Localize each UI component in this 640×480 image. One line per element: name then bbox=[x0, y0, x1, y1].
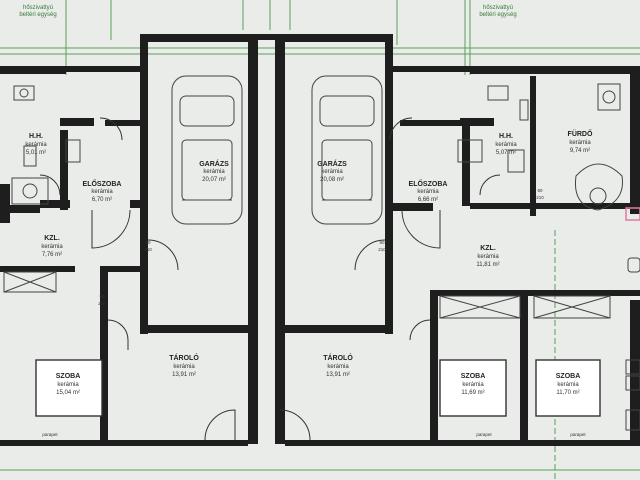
car-left-icon bbox=[171, 75, 243, 225]
bed-right-1 bbox=[439, 359, 507, 417]
svg-text:kerámia: kerámia bbox=[321, 169, 343, 175]
svg-text:210: 210 bbox=[378, 247, 386, 252]
room-storage-left: TÁROLÓ kerámia 13,91 m² bbox=[169, 353, 199, 378]
svg-text:kerámia: kerámia bbox=[41, 244, 63, 250]
svg-text:90: 90 bbox=[537, 188, 543, 193]
svg-text:SZOBA: SZOBA bbox=[56, 373, 81, 380]
room-kitchen-right: KZL. kerámia 11,81 m² bbox=[476, 245, 499, 268]
svg-text:11,70 m²: 11,70 m² bbox=[556, 390, 579, 396]
svg-text:20,07 m²: 20,07 m² bbox=[202, 177, 226, 183]
svg-text:90: 90 bbox=[145, 240, 151, 245]
svg-text:kerámia: kerámia bbox=[203, 169, 225, 175]
svg-text:90: 90 bbox=[99, 294, 105, 299]
svg-text:5,07 m²: 5,07 m² bbox=[496, 150, 516, 156]
wc-fixtures-left bbox=[11, 85, 81, 205]
svg-text:H.H.: H.H. bbox=[499, 133, 513, 140]
svg-text:6,70 m²: 6,70 m² bbox=[92, 197, 112, 203]
room-storage-right: TÁROLÓ kerámia 13,91 m² bbox=[323, 353, 353, 378]
room-bedroom-right-1: SZOBA kerámia 11,69 m² bbox=[461, 373, 486, 396]
svg-text:13,91 m²: 13,91 m² bbox=[326, 372, 350, 378]
room-garage-right: GARÁZS kerámia 20,08 m² bbox=[317, 159, 347, 183]
svg-text:210: 210 bbox=[98, 301, 106, 306]
svg-text:6,66 m²: 6,66 m² bbox=[418, 197, 438, 203]
heat-unit-label-left-2: beltéri egység bbox=[19, 12, 56, 18]
car-right-icon bbox=[311, 75, 383, 225]
room-wc-left: H.H. kerámia 5,01 m² bbox=[25, 133, 47, 156]
svg-text:kerámia: kerámia bbox=[327, 364, 349, 370]
bed-left bbox=[35, 359, 103, 417]
svg-text:TÁROLÓ: TÁROLÓ bbox=[323, 353, 353, 362]
door-swings bbox=[39, 117, 501, 441]
room-bedroom-left: SZOBA kerámia 15,04 m² bbox=[56, 373, 81, 396]
svg-text:11,81 m²: 11,81 m² bbox=[476, 262, 499, 268]
svg-text:SZOBA: SZOBA bbox=[556, 373, 581, 380]
svg-text:210: 210 bbox=[144, 247, 152, 252]
svg-text:20,08 m²: 20,08 m² bbox=[320, 177, 344, 183]
wc-fixtures-right bbox=[457, 83, 623, 211]
svg-text:kerámia: kerámia bbox=[417, 189, 439, 195]
svg-text:kerámia: kerámia bbox=[557, 382, 579, 388]
svg-text:13,91 m²: 13,91 m² bbox=[172, 372, 196, 378]
svg-text:GARÁZS: GARÁZS bbox=[317, 159, 347, 168]
parapet-label-3: parapet bbox=[570, 432, 586, 437]
heat-unit-label-right-2: beltéri egység bbox=[479, 12, 516, 18]
svg-text:15,04 m²: 15,04 m² bbox=[56, 390, 80, 396]
svg-text:TÁROLÓ: TÁROLÓ bbox=[169, 353, 199, 362]
heat-unit-label-right-1: hőszivattyú bbox=[483, 5, 513, 11]
svg-text:11,69 m²: 11,69 m² bbox=[461, 390, 484, 396]
room-wc-right: H.H. kerámia 5,07 m² bbox=[495, 133, 517, 156]
pink-marker bbox=[625, 207, 640, 221]
room-hall-left: ELŐSZOBA kerámia 6,70 m² bbox=[83, 179, 122, 203]
room-bedroom-right-2: SZOBA kerámia 11,70 m² bbox=[556, 373, 581, 396]
svg-text:5,01 m²: 5,01 m² bbox=[26, 150, 46, 156]
svg-text:KZL.: KZL. bbox=[44, 235, 60, 242]
svg-text:210: 210 bbox=[536, 195, 544, 200]
svg-text:kerámia: kerámia bbox=[462, 382, 484, 388]
svg-text:7,76 m²: 7,76 m² bbox=[42, 252, 62, 258]
right-edge-fixtures bbox=[625, 257, 640, 431]
svg-text:kerámia: kerámia bbox=[91, 189, 113, 195]
svg-text:kerámia: kerámia bbox=[477, 254, 499, 260]
room-kitchen-left: KZL. kerámia 7,76 m² bbox=[41, 235, 63, 258]
svg-text:SZOBA: SZOBA bbox=[461, 373, 486, 380]
walls bbox=[0, 34, 640, 446]
bed-right-2 bbox=[535, 359, 601, 417]
heat-unit-label-left-1: hőszivattyú bbox=[23, 5, 53, 11]
svg-text:9,74 m²: 9,74 m² bbox=[570, 148, 590, 154]
svg-text:kerámia: kerámia bbox=[569, 140, 591, 146]
wardrobes bbox=[3, 271, 611, 319]
room-hall-right: ELŐSZOBA kerámia 6,66 m² bbox=[409, 179, 448, 203]
svg-text:ELŐSZOBA: ELŐSZOBA bbox=[409, 179, 448, 188]
svg-text:KZL.: KZL. bbox=[480, 245, 496, 252]
svg-text:ELŐSZOBA: ELŐSZOBA bbox=[83, 179, 122, 188]
svg-text:kerámia: kerámia bbox=[57, 382, 79, 388]
svg-text:kerámia: kerámia bbox=[173, 364, 195, 370]
svg-text:GARÁZS: GARÁZS bbox=[199, 159, 229, 168]
room-garage-left: GARÁZS kerámia 20,07 m² bbox=[199, 159, 229, 183]
parapet-label-2: parapet bbox=[476, 432, 492, 437]
door-tags: 90 210 90 210 90 210 90 210 bbox=[98, 188, 544, 306]
svg-text:FÜRDŐ: FÜRDŐ bbox=[568, 129, 593, 138]
svg-text:H.H.: H.H. bbox=[29, 133, 43, 140]
svg-text:90: 90 bbox=[379, 240, 385, 245]
parapet-label-1: parapet bbox=[42, 432, 58, 437]
svg-text:kerámia: kerámia bbox=[495, 142, 517, 148]
room-bath-right: FÜRDŐ kerámia 9,74 m² bbox=[568, 129, 593, 154]
svg-text:kerámia: kerámia bbox=[25, 142, 47, 148]
